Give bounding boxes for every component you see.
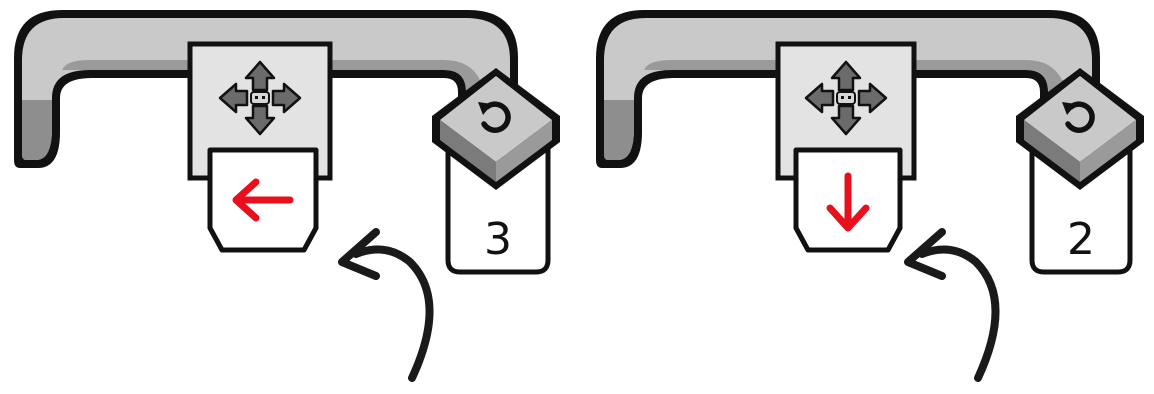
curved-handdrawn-arrow-icon bbox=[342, 232, 430, 378]
direction-card[interactable] bbox=[210, 150, 316, 250]
program-group-2: 2 bbox=[596, 10, 1144, 378]
repeat-block[interactable]: 2 bbox=[1016, 68, 1144, 272]
curved-handdrawn-arrow-icon bbox=[908, 232, 996, 378]
repeat-count: 2 bbox=[1067, 214, 1095, 265]
repeat-block[interactable]: 3 bbox=[432, 68, 560, 272]
direction-card[interactable] bbox=[796, 150, 900, 250]
program-group-1: 3 bbox=[14, 10, 560, 378]
repeat-count: 3 bbox=[484, 214, 512, 265]
